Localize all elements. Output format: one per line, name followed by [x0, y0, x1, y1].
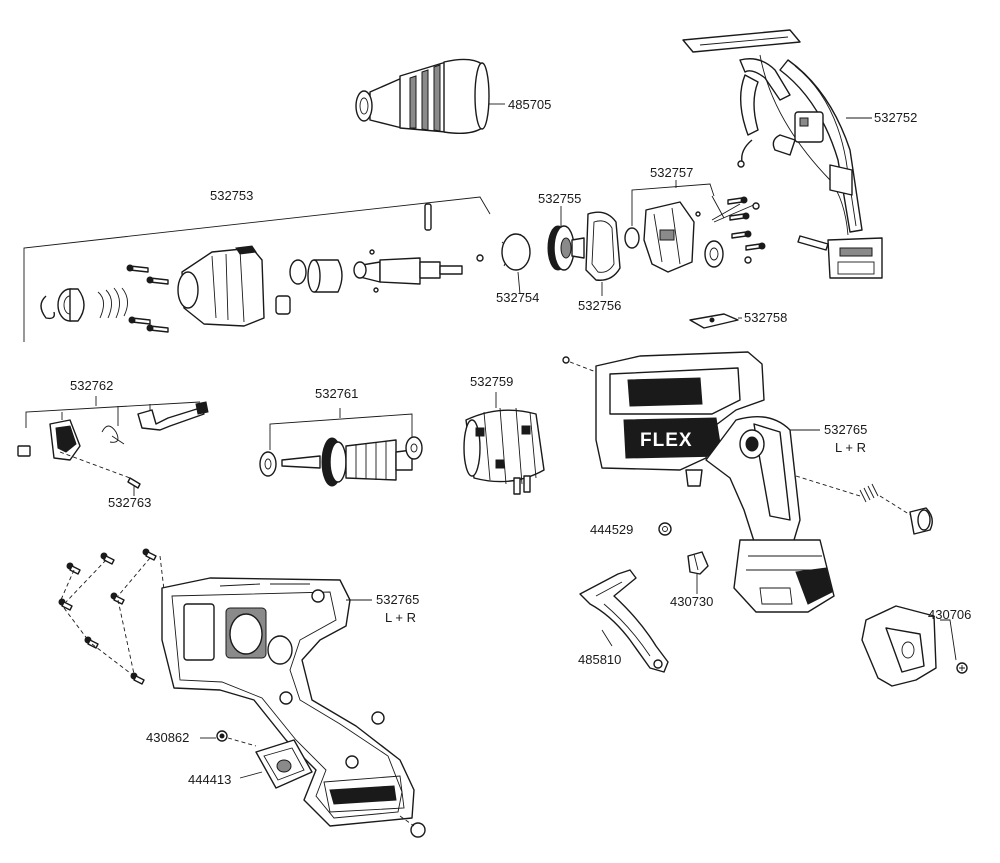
- label-532756: 532756: [578, 298, 621, 313]
- label-532765-bottom-sub: L + R: [385, 610, 416, 625]
- right-housing-part: FLEX: [562, 351, 835, 613]
- label-532765-top-sub: L + R: [835, 440, 866, 455]
- trigger-lever-part: [579, 569, 669, 673]
- battery-latch-part: [255, 739, 313, 789]
- pin-part: [59, 451, 141, 489]
- label-532758: 532758: [744, 310, 787, 325]
- label-532761: 532761: [315, 386, 358, 401]
- gearbox-parts-group: [40, 203, 484, 333]
- brand-mark: FLEX: [640, 430, 693, 451]
- gear-case-part: [624, 196, 766, 273]
- left-housing-part: [161, 577, 415, 827]
- rotor-part: [259, 436, 423, 487]
- label-430730: 430730: [670, 594, 713, 609]
- label-532763: 532763: [108, 495, 151, 510]
- label-430706: 430706: [928, 607, 971, 622]
- label-532755: 532755: [538, 191, 581, 206]
- label-532765-bottom: 532765: [376, 592, 419, 607]
- label-485705: 485705: [508, 97, 551, 112]
- label-532759: 532759: [470, 374, 513, 389]
- switch-wiring-harness-part: [682, 29, 883, 279]
- label-532762: 532762: [70, 378, 113, 393]
- knob-part: [687, 551, 709, 575]
- gear-part: [547, 225, 585, 271]
- switch-parts-group: [17, 401, 209, 461]
- stator-part: [463, 407, 545, 495]
- left-housing-screws: [58, 548, 165, 685]
- bracket-532753: [23, 196, 491, 342]
- washer-part: [658, 522, 672, 536]
- o-ring-part: [410, 822, 426, 838]
- label-444529: 444529: [590, 522, 633, 537]
- belt-clip-part: [861, 605, 968, 687]
- bracket-532761: [269, 408, 413, 450]
- label-430862: 430862: [146, 730, 189, 745]
- label-532754: 532754: [496, 290, 539, 305]
- bracket-532762: [25, 396, 201, 428]
- nose-cone-part: [355, 58, 490, 135]
- label-532757: 532757: [650, 165, 693, 180]
- spring-part: [501, 233, 531, 271]
- label-532752: 532752: [874, 110, 917, 125]
- label-485810: 485810: [578, 652, 621, 667]
- label-444413: 444413: [188, 772, 231, 787]
- plate-part: [689, 313, 739, 329]
- label-532765-top: 532765: [824, 422, 867, 437]
- screw-part: [216, 730, 257, 747]
- gasket-part: [585, 211, 621, 281]
- direction-button-part: [795, 475, 933, 535]
- label-532753: 532753: [210, 188, 253, 203]
